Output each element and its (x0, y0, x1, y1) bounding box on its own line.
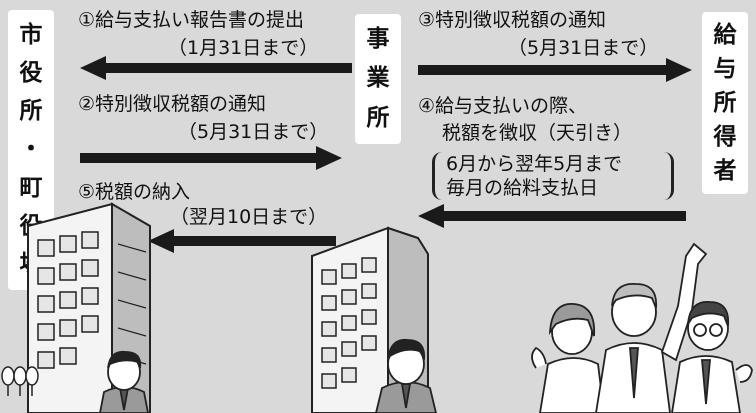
business-office-label: 事 業 所 (355, 14, 401, 144)
step1-label: ①給与支払い報告書の提出 (78, 9, 305, 31)
step3-deadline: （5月31日まで） (508, 37, 659, 59)
municipal-building-illustration (1, 202, 151, 413)
step5-deadline: （翌月10日まで） (170, 206, 328, 228)
salary-earners-illustration (531, 242, 753, 413)
municipal-office-char: 市 (19, 21, 43, 48)
step4-label: ④給与支払いの際、 (418, 95, 588, 117)
municipal-office-char: 所 (19, 98, 43, 125)
step4-detail1: 6月から翌年5月まで (446, 153, 623, 175)
step5-arrow-left-icon (148, 229, 336, 253)
step5-label: ⑤税額の納入 (78, 181, 191, 203)
step3-label: ③特別徴収税額の通知 (418, 9, 607, 31)
business-office-char: 事 (366, 26, 390, 53)
step2-arrow-right-icon (80, 146, 342, 170)
step1-arrow-left-icon (80, 56, 352, 80)
municipal-office-char: ・ (19, 136, 43, 163)
step4-label2: 税額を徴収（天引き） (442, 122, 633, 144)
salary-earner-char: 者 (713, 157, 737, 184)
salary-earner-char: 得 (713, 123, 737, 150)
step2-deadline: （5月31日まで） (178, 121, 329, 143)
salary-earner-char: 給 (713, 21, 737, 48)
salary-earner-char: 与 (713, 55, 737, 82)
municipal-office-char: 町 (19, 174, 43, 201)
step4-detail2: 毎月の給料支払日 (446, 177, 599, 199)
business-building-illustration (311, 226, 437, 413)
business-office-char: 所 (366, 104, 390, 131)
step2-label: ②特別徴収税額の通知 (78, 93, 267, 115)
step3-arrow-right-icon (418, 58, 692, 82)
step4-arrow-left-icon (418, 204, 686, 228)
step1-deadline: （1月31日まで） (168, 37, 319, 59)
municipal-office-char: 役 (19, 59, 43, 86)
step4-bracket (432, 152, 674, 200)
business-office-char: 業 (366, 65, 390, 92)
salary-earner-char: 所 (713, 89, 737, 116)
salary-earner-label: 給 与 所 得 者 (702, 12, 748, 194)
